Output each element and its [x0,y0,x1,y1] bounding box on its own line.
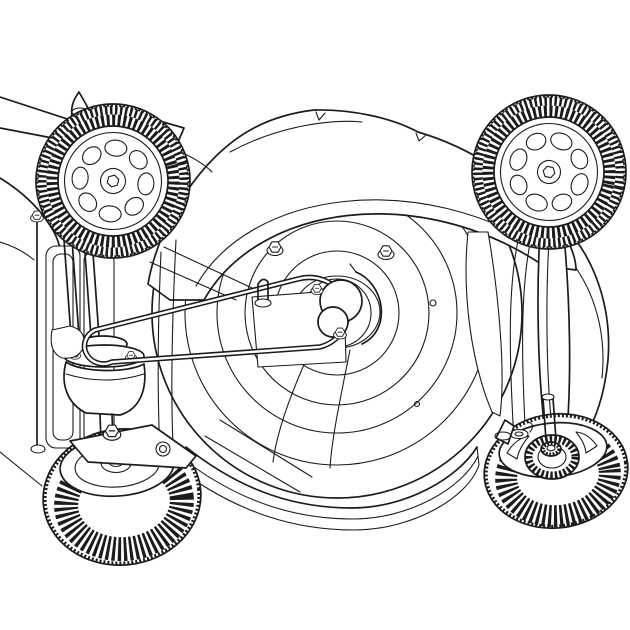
hub-hole [137,172,155,196]
rear-right-wheel [483,412,629,530]
hub-hole [82,146,102,166]
belt-guide-bracket [257,278,269,303]
wheel-arm [69,424,197,469]
pinion-shaft [542,397,557,441]
spindle-bolt [310,283,324,296]
body-right-accent [575,267,604,379]
tire-tread [473,96,625,248]
deck-fold-line [219,419,313,478]
front-left-corner-line [0,241,35,261]
deck-hole [413,400,421,408]
lip-edge [476,446,480,466]
hub-hole [525,193,548,212]
front-left-wheel [35,103,191,259]
rod-foot [30,444,46,454]
deck-hole [429,299,437,307]
tire-knurl [35,103,191,259]
hub-hole [509,174,528,196]
hub-holes [71,139,155,223]
spoke-cutout [506,435,530,460]
hub-holes [509,132,589,212]
deck-bolt [266,241,284,257]
tire-tread [482,105,616,239]
belt-guide-base [254,298,272,308]
lip-arc [178,455,479,520]
height-adjust-channel [509,235,520,441]
lip-arc [185,446,478,509]
axle-nut [106,174,120,188]
body-notch [315,111,326,121]
hub-inner-ring [63,131,163,231]
body-notch [415,132,427,142]
tire-tread [495,424,621,528]
hub-hole [128,150,148,170]
gearbox-housing [63,361,146,416]
deck-left-wall [157,251,162,453]
deck-swirl-line [329,349,351,469]
axle-nut [542,165,556,179]
pinion-shaft-end [546,444,556,452]
belt-keeper-guard [355,271,383,345]
height-adjust-channel [522,237,532,443]
rear-skirt-panel [465,231,503,417]
deck-fold-line [163,246,253,289]
tire-tread [54,444,194,562]
front-right-wheel [471,94,627,250]
tire-knurl [484,414,628,528]
hub-hole [570,148,589,170]
shaft-cap [541,393,555,401]
tire-tread [37,105,189,257]
tire-knurl [471,94,627,250]
deck-ring [244,220,430,406]
arm-pivot [155,441,171,457]
belt-and-spindle [81,241,395,368]
shaft-collar-center [514,431,524,437]
hub-hole [570,173,589,196]
gear-teeth [525,435,579,479]
hub-hole [78,192,98,212]
hub-inner-ring [499,122,599,222]
body-accent-line [229,120,363,153]
hub-hole [525,132,547,151]
lip-arc [172,464,480,531]
deck-fold-line [149,261,237,301]
deck-bottom-lip [0,446,480,531]
hub-hole [550,132,573,151]
hub-hole [509,148,528,171]
hub-hole [71,166,89,190]
gearbox-seam [65,373,145,381]
belt-keeper-hook [349,263,357,273]
pinion-teeth [541,441,561,457]
deck-bolt [377,245,395,261]
hub-hole [104,139,128,157]
drive-belt-gap [83,276,349,366]
engine-case-edge [50,325,85,359]
ground-line [0,451,43,487]
rear-left-wheel-arm [69,413,197,469]
deck-fold-line [204,435,301,493]
spoke-cutout [575,431,598,454]
lever-base [494,431,512,441]
hub-hole [124,196,144,216]
hub-hole [98,205,122,223]
spring-hook [527,421,534,433]
arm-pivot-center [158,444,168,454]
hub-hole [551,193,573,212]
rear-right-drive-hardware [494,393,557,445]
